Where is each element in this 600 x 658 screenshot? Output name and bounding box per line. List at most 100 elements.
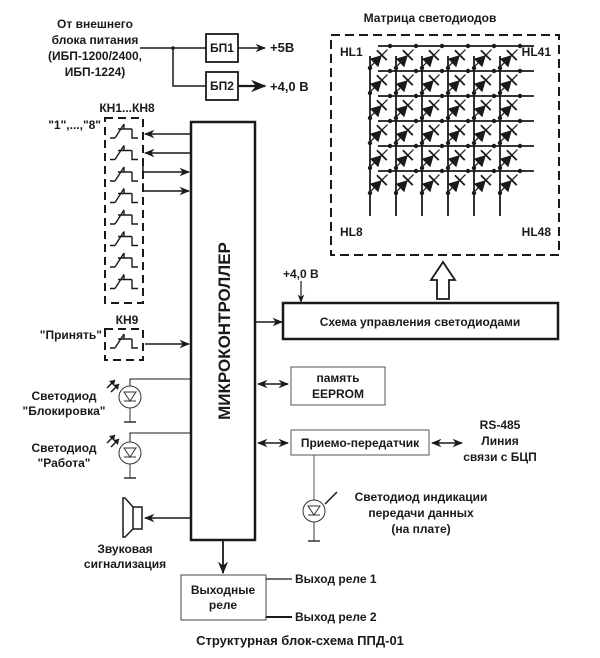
led-diode-icon	[498, 74, 518, 94]
led-diode-icon	[394, 99, 414, 119]
matrix-node	[387, 118, 393, 124]
relays-block	[180, 574, 267, 621]
push-button-switch-icon	[110, 145, 138, 161]
led-data-indication	[302, 455, 338, 542]
matrix-node	[367, 65, 373, 71]
matrix-node	[491, 68, 497, 74]
keys-to-mcu-arrow-2	[142, 183, 191, 196]
matrix-node	[393, 190, 399, 196]
matrix-node	[517, 68, 523, 74]
push-button-switch-icon	[110, 274, 138, 290]
led-diode-icon	[368, 149, 388, 169]
matrix-node	[419, 165, 425, 171]
matrix-node	[471, 190, 477, 196]
led-diode-icon	[420, 99, 440, 119]
led-driver-supply-label: +4,0 В	[283, 267, 319, 281]
matrix-node	[497, 115, 503, 121]
matrix-node	[387, 168, 393, 174]
led-diode-icon	[368, 124, 388, 144]
led-data-label-3: (на плате)	[391, 522, 450, 536]
matrix-node	[367, 140, 373, 146]
led-diode-icon	[446, 124, 466, 144]
psu2-output-label: +4,0 В	[270, 79, 309, 94]
matrix-node	[413, 43, 419, 49]
led-diode-icon	[446, 74, 466, 94]
led-driver-label: Схема управления светодиодами	[320, 315, 521, 329]
led-diode-icon	[368, 49, 388, 69]
light-rays-icon	[106, 434, 120, 448]
led-driver-block	[281, 301, 560, 341]
led-diode-icon	[394, 149, 414, 169]
led-diode-icon	[394, 49, 414, 69]
led-matrix-grid	[367, 43, 534, 216]
matrix-label-hl8: HL8	[340, 225, 363, 239]
rs485-label-3: связи с БЦП	[463, 450, 537, 464]
matrix-node	[413, 118, 419, 124]
push-button-switch-icon	[110, 123, 138, 139]
matrix-node	[471, 90, 477, 96]
matrix-node	[393, 65, 399, 71]
matrix-node	[445, 65, 451, 71]
matrix-node	[367, 90, 373, 96]
push-button-switch-icon	[110, 166, 138, 182]
matrix-node	[497, 90, 503, 96]
matrix-node	[517, 118, 523, 124]
driver-to-matrix-arrow	[429, 260, 457, 300]
relays-label-1: Выходные	[191, 583, 256, 597]
keys-to-mcu-arrow-1	[142, 164, 191, 177]
matrix-node	[465, 118, 471, 124]
led-diode-icon	[472, 49, 492, 69]
led-diode-icon	[394, 174, 414, 194]
power-wires	[140, 46, 206, 87]
matrix-node	[439, 168, 445, 174]
buzzer-speaker-icon	[122, 497, 143, 538]
matrix-node	[517, 93, 523, 99]
matrix-node	[367, 165, 373, 171]
psu2-block: БП2	[205, 71, 239, 101]
matrix-node	[491, 43, 497, 49]
keys-kh1-kh8	[110, 123, 138, 290]
matrix-node	[471, 65, 477, 71]
matrix-node	[497, 165, 503, 171]
transceiver-label: Приемо-передатчик	[301, 436, 420, 450]
matrix-node	[439, 68, 445, 74]
matrix-node	[465, 43, 471, 49]
matrix-label-hl48: HL48	[522, 225, 552, 239]
led-diode-icon	[472, 124, 492, 144]
matrix-node	[517, 43, 523, 49]
matrix-node	[387, 43, 393, 49]
matrix-node	[491, 93, 497, 99]
led-diode-icon	[368, 99, 388, 119]
matrix-node	[471, 140, 477, 146]
accept-key-caption: "Принять"	[40, 328, 102, 342]
led-diode-icon	[420, 74, 440, 94]
accept-key-frame	[104, 328, 144, 361]
led-diode-icon	[472, 149, 492, 169]
accept-key-label: КН9	[116, 313, 139, 327]
led-data-label-1: Светодиод индикации	[355, 490, 488, 504]
matrix-node	[445, 165, 451, 171]
psu1-block: БП1	[205, 33, 239, 63]
matrix-node	[413, 143, 419, 149]
matrix-node	[439, 118, 445, 124]
led-data-label-2: передачи данных	[368, 506, 474, 520]
led-diode-icon	[498, 174, 518, 194]
matrix-label-hl41: HL41	[522, 45, 552, 59]
microcontroller-block	[189, 120, 257, 542]
psu1-label: БП1	[210, 41, 234, 55]
matrix-node	[387, 143, 393, 149]
push-button-switch-icon	[110, 231, 138, 247]
relay-2-output-label: Выход реле 2	[295, 610, 377, 624]
psu1-output-label: +5В	[270, 40, 294, 55]
eeprom-label-2: EEPROM	[312, 387, 364, 401]
psu2-label: БП2	[210, 79, 234, 93]
led-work-label-2: "Работа"	[38, 456, 91, 470]
led-diode-icon	[394, 74, 414, 94]
light-rays-icon	[324, 491, 338, 505]
eeprom-block	[290, 366, 386, 406]
push-button-switch-icon	[110, 333, 138, 349]
matrix-node	[465, 143, 471, 149]
matrix-node	[497, 140, 503, 146]
led-matrix-frame	[330, 34, 560, 256]
